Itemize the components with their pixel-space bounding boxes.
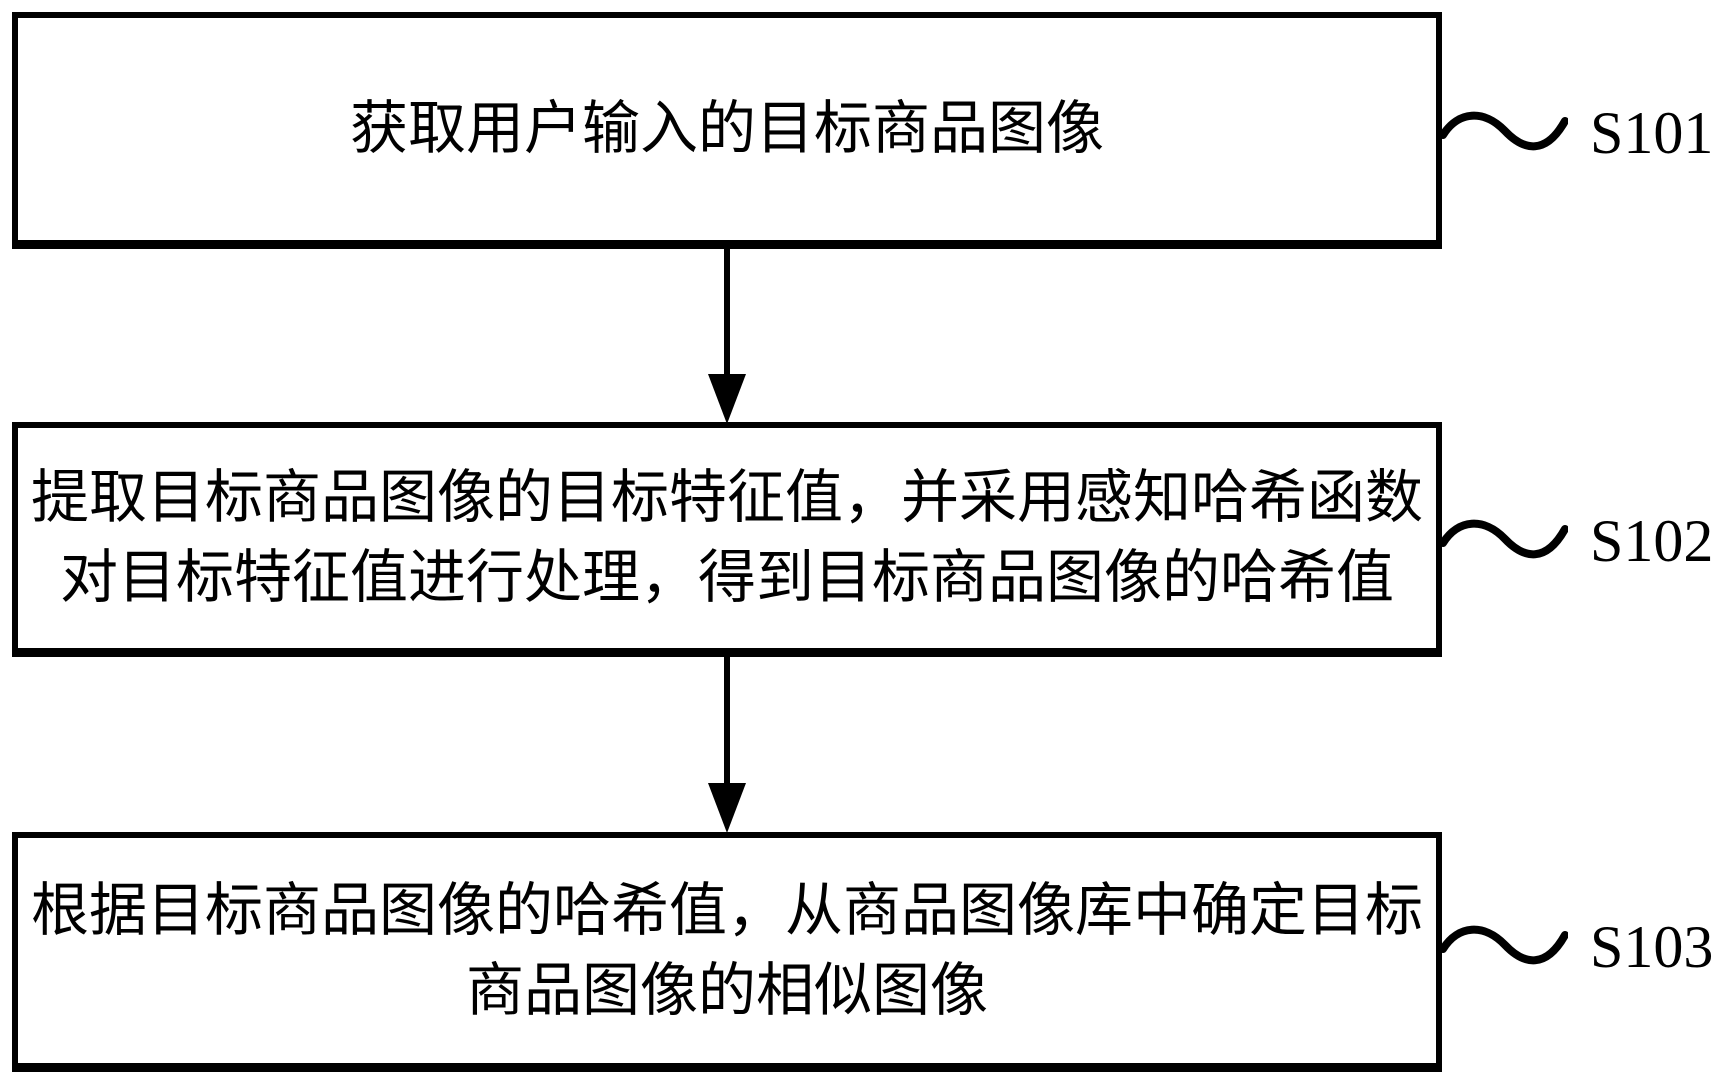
step-3-text-line-1: 根据目标商品图像的哈希值，从商品图像库中确定目标: [30, 877, 1423, 943]
squiggle-connector-icon-s102: [1440, 519, 1568, 559]
step-label-s103: S103: [1590, 914, 1714, 980]
step-2-text-line-2: 对目标特征值进行处理，得到目标商品图像的哈希值: [59, 545, 1394, 610]
flow-arrow-2-arrowhead-icon: [708, 783, 746, 833]
step-1-text: 获取用户输入的目标商品图像: [349, 96, 1104, 161]
flow-arrow-1-arrowhead-icon: [708, 374, 746, 424]
flow-arrow-1-shaft: [724, 248, 730, 378]
process-box-step-1: 获取用户输入的目标商品图像: [12, 12, 1442, 249]
step-3-text-line-2: 商品图像的相似图像: [465, 957, 988, 1023]
squiggle-connector-icon-s103: [1440, 925, 1568, 965]
step-label-s102: S102: [1590, 508, 1714, 574]
flow-arrow-2-shaft: [724, 657, 730, 786]
process-box-step-2: 提取目标商品图像的目标特征值，并采用感知哈希函数 对目标特征值进行处理，得到目标…: [12, 422, 1442, 657]
step-2-text-line-1: 提取目标商品图像的目标特征值，并采用感知哈希函数: [30, 465, 1423, 530]
squiggle-connector-icon-s101: [1440, 111, 1568, 151]
process-box-step-3: 根据目标商品图像的哈希值，从商品图像库中确定目标 商品图像的相似图像: [12, 832, 1442, 1072]
step-label-s101: S101: [1590, 100, 1714, 166]
